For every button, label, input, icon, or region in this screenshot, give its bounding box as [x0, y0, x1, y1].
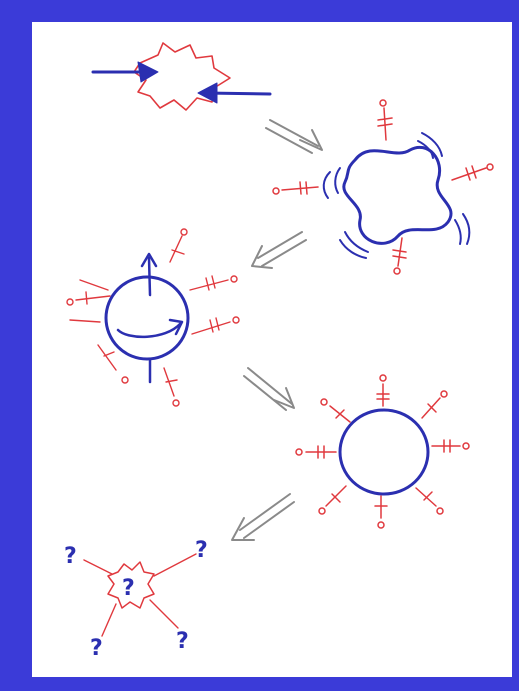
question-mark-bottom-right: ?: [176, 629, 189, 654]
deformed-blob-stage: [273, 100, 493, 274]
glowing-sphere-icon: [340, 410, 428, 494]
spin-axis: [149, 258, 150, 295]
question-mark-top-right: ?: [195, 538, 208, 563]
wobbly-blob-icon: [344, 147, 451, 243]
rotation-arrow: [118, 324, 180, 337]
left-arrowhead: [138, 62, 158, 82]
round-sphere-stage: [296, 375, 469, 528]
question-mark-bottom-left: ?: [90, 636, 103, 661]
transition-arrow-2: [252, 232, 306, 268]
transition-arrow-1: [266, 120, 322, 153]
transition-arrow-4: [232, 494, 294, 540]
center-question-mark: ?: [122, 576, 135, 601]
transition-arrow-3: [244, 368, 294, 410]
collision-stage: [93, 43, 270, 110]
unknown-stage: [84, 554, 196, 636]
rotating-sphere-icon: [106, 277, 188, 359]
spinning-sphere-stage: [67, 229, 239, 406]
question-mark-top-left: ?: [64, 544, 77, 569]
